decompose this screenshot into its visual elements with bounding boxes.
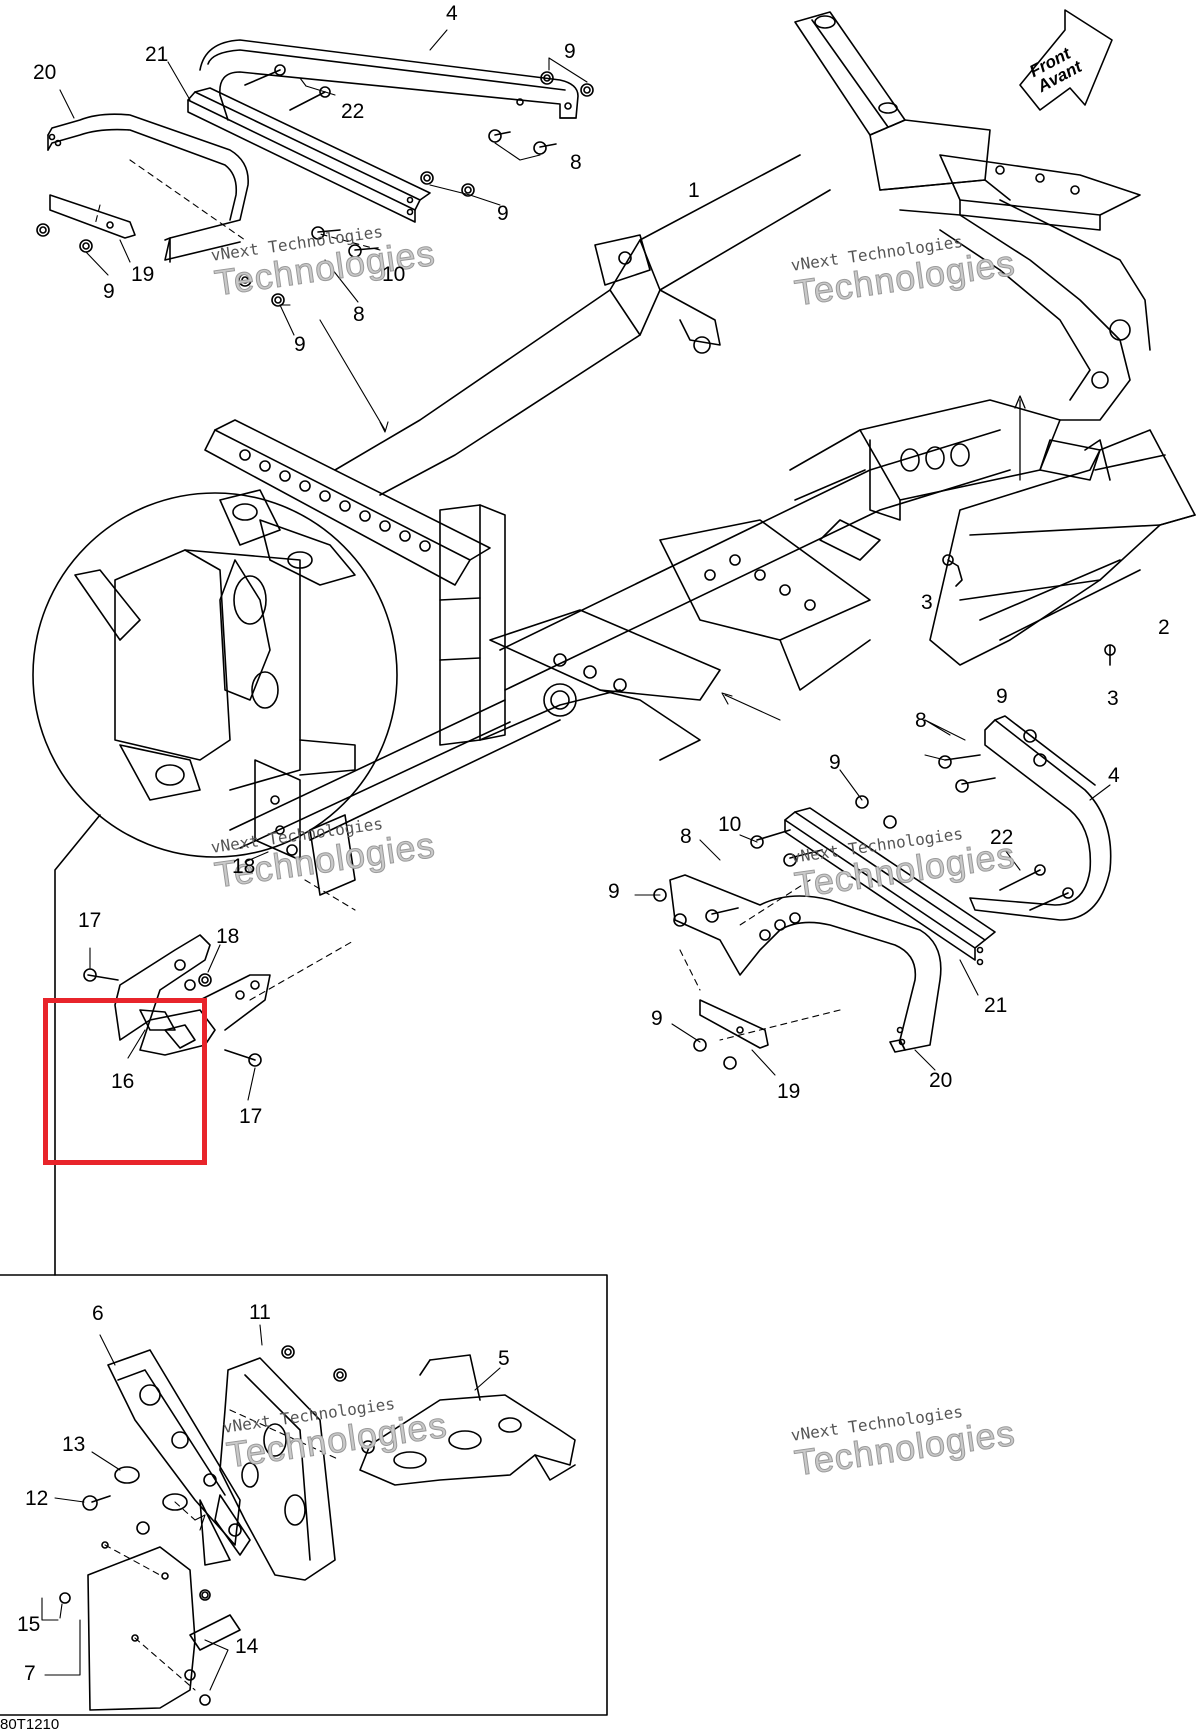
callout-17: 17 (78, 909, 102, 932)
callout-5: 5 (498, 1347, 510, 1370)
rear-bumper-assembly (634, 692, 1112, 1076)
callout-7: 7 (24, 1662, 36, 1685)
arrow-icon (1019, 9, 1113, 111)
callout-21: 21 (984, 994, 1008, 1017)
skid-plate (929, 395, 1196, 666)
callout-9: 9 (497, 202, 509, 225)
callout-22: 22 (990, 826, 1014, 849)
callout-8: 8 (680, 825, 692, 848)
callout-10: 10 (382, 263, 406, 286)
callout-18: 18 (232, 855, 256, 878)
callout-9: 9 (996, 685, 1008, 708)
callout-20: 20 (929, 1069, 953, 1092)
callout-9: 9 (294, 333, 306, 356)
callout-14: 14 (235, 1635, 259, 1658)
detail-box (0, 1274, 608, 1716)
callout-3: 3 (1107, 687, 1119, 710)
callout-22: 22 (341, 100, 365, 123)
callout-19: 19 (131, 263, 155, 286)
callout-1: 1 (688, 179, 700, 202)
callout-17: 17 (239, 1105, 263, 1128)
callout-21: 21 (145, 43, 169, 66)
callout-11: 11 (249, 1301, 271, 1324)
callout-18: 18 (216, 925, 240, 948)
callout-2: 2 (1158, 616, 1170, 639)
callout-13: 13 (62, 1433, 86, 1456)
callout-4: 4 (1108, 764, 1120, 787)
callout-9: 9 (103, 280, 115, 303)
callout-8: 8 (915, 709, 927, 732)
callout-9: 9 (608, 880, 620, 903)
front-bumper-assembly (36, 29, 594, 433)
callout-16: 16 (111, 1070, 135, 1093)
bolt-3 (942, 554, 1116, 666)
callout-8: 8 (353, 303, 365, 326)
callout-3: 3 (921, 591, 933, 614)
callout-6: 6 (92, 1302, 104, 1325)
callout-9: 9 (564, 40, 576, 63)
callout-9: 9 (651, 1007, 663, 1030)
callout-4: 4 (446, 2, 458, 25)
reference-code: 80T1210 (0, 1716, 60, 1733)
callout-19: 19 (777, 1080, 801, 1103)
callout-10: 10 (718, 813, 742, 836)
callout-8: 8 (570, 151, 582, 174)
callout-20: 20 (33, 61, 57, 84)
highlight-box (43, 998, 207, 1165)
callout-15: 15 (17, 1613, 41, 1636)
callout-9: 9 (829, 751, 841, 774)
front-mount-bracket (83, 844, 356, 1101)
main-frame (204, 11, 1151, 896)
detail-circle (32, 489, 398, 1276)
callout-12: 12 (25, 1487, 49, 1510)
